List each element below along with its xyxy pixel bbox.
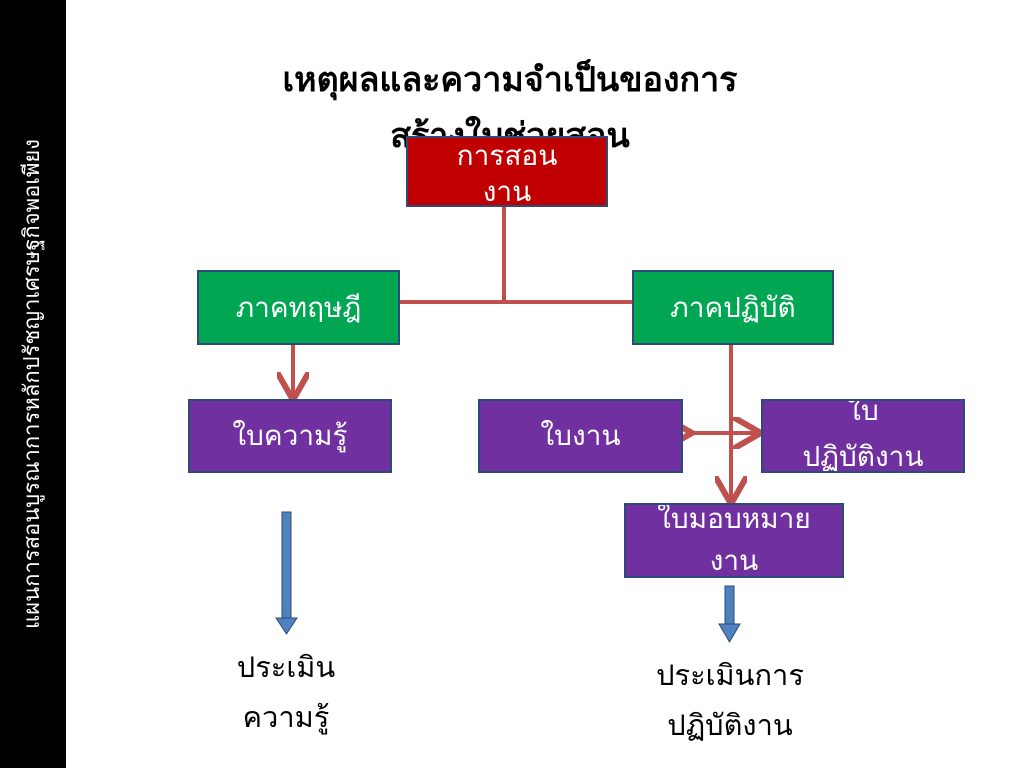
node-work-sheet: ใบงาน xyxy=(478,399,683,473)
node-teaching-work-line-2: งาน xyxy=(482,175,532,207)
node-knowledge-sheet: ใบความรู้ xyxy=(188,399,392,473)
node-operation-sheet: ใบ ปฏิบัติงาน xyxy=(761,399,965,473)
node-teaching-work-line-1: การสอน xyxy=(456,139,558,172)
eval-performance: ประเมินการ ปฏิบัติงาน xyxy=(615,650,845,750)
node-knowledge-sheet-label: ใบความรู้ xyxy=(232,419,348,452)
node-theory-label: ภาคทฤษฎี xyxy=(235,290,362,324)
eval-arrow-performance xyxy=(718,585,741,643)
eval-knowledge: ประเมิน ความรู้ xyxy=(186,642,386,742)
node-operation-sheet-line-1: ใบ xyxy=(847,399,879,427)
node-work-sheet-label: ใบงาน xyxy=(540,419,621,452)
eval-arrow-knowledge xyxy=(275,511,298,635)
node-teaching-work: การสอน งาน xyxy=(406,136,608,207)
eval-performance-line-2: ปฏิบัติงาน xyxy=(667,708,793,742)
node-practice: ภาคปฏิบัติ xyxy=(632,270,834,345)
node-operation-sheet-line-2: ปฏิบัติงาน xyxy=(802,440,924,473)
node-theory: ภาคทฤษฎี xyxy=(197,270,400,345)
eval-performance-line-1: ประเมินการ xyxy=(656,658,804,692)
sidebar: แผนการสอนบูรณาการหลักปรัชญาเศรษฐกิจพอเพี… xyxy=(0,0,66,768)
node-assignment-sheet-line-2: งาน xyxy=(709,544,759,577)
page-title-line-1: เหตุผลและความจำเป็นของการ xyxy=(282,60,738,100)
eval-knowledge-line-2: ความรู้ xyxy=(242,700,330,734)
node-assignment-sheet: ใบมอบหมาย งาน xyxy=(624,503,844,578)
node-practice-label: ภาคปฏิบัติ xyxy=(670,290,796,324)
node-assignment-sheet-line-1: ใบมอบหมาย xyxy=(657,503,811,535)
eval-knowledge-line-1: ประเมิน xyxy=(236,650,336,684)
